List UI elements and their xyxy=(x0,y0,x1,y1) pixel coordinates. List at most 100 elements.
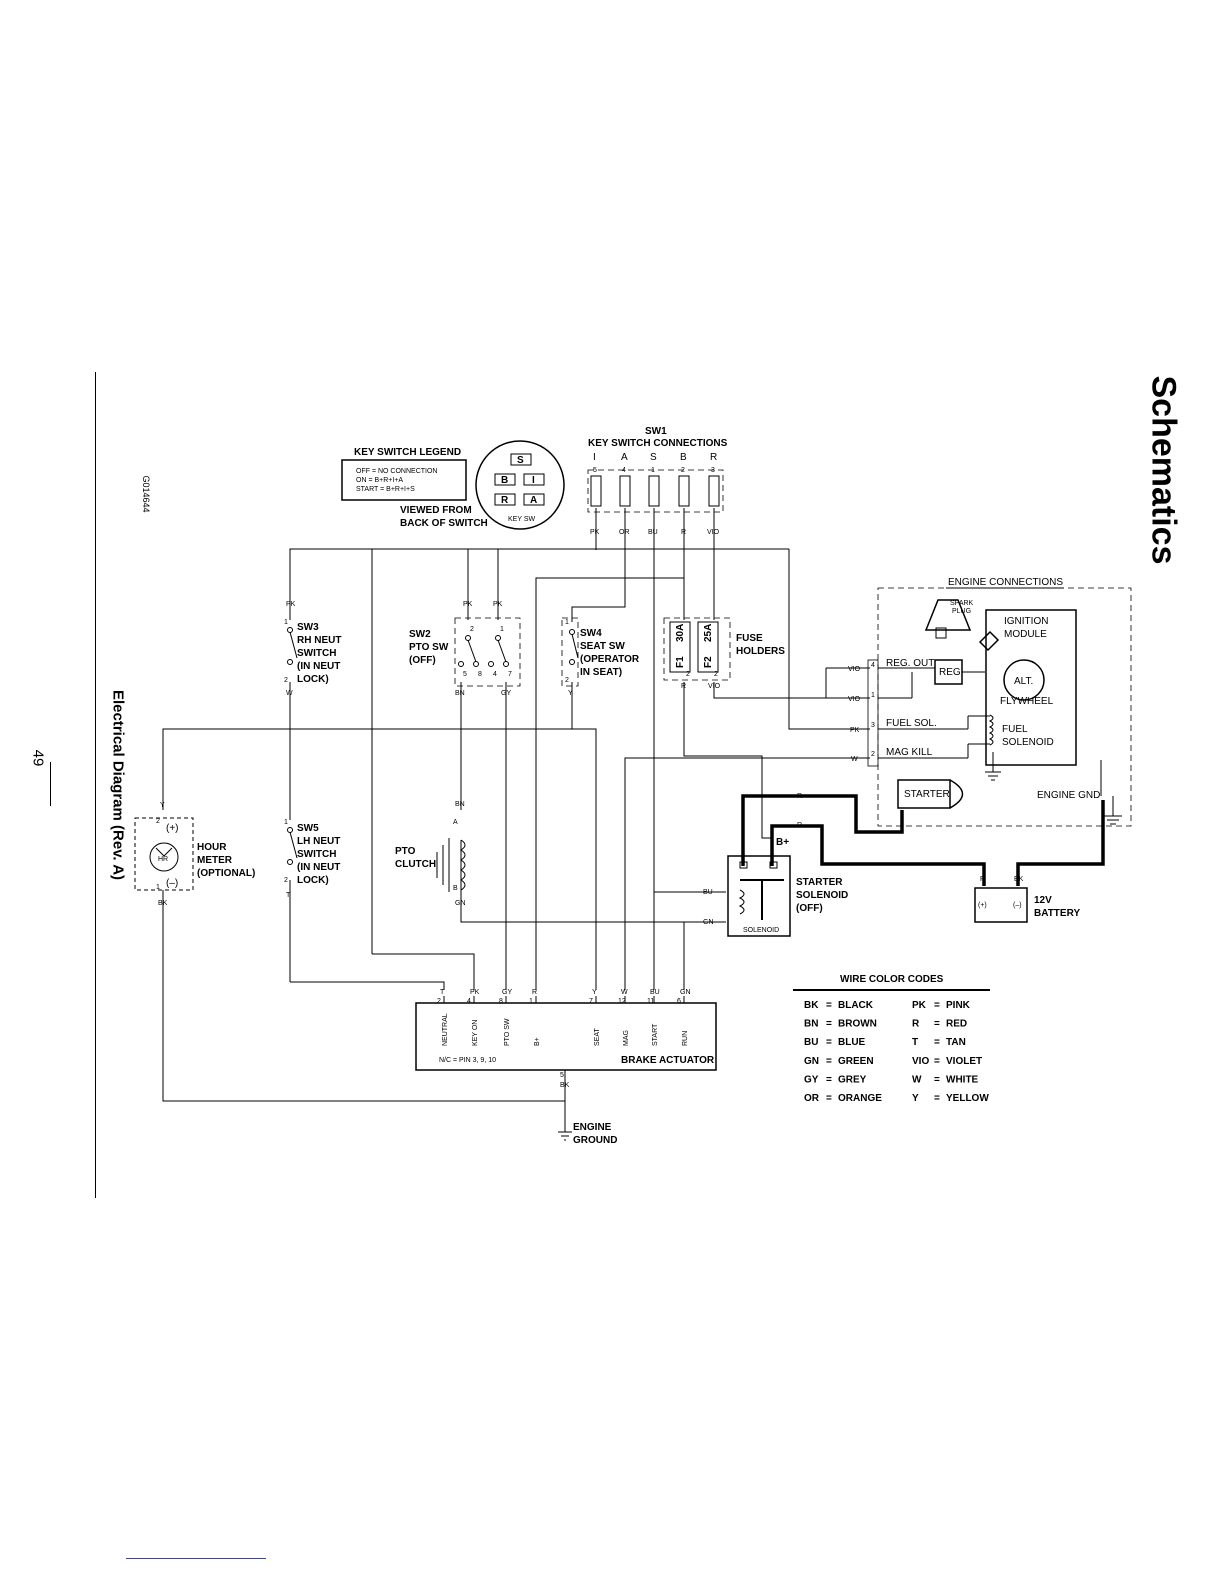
actuator-pin-5: 5 xyxy=(560,1072,564,1079)
sw4-contact xyxy=(561,617,579,687)
wire-code-equals: = xyxy=(826,1000,832,1011)
actuator-pin-name: SEAT xyxy=(594,1028,601,1046)
svg-text:SWITCH: SWITCH xyxy=(297,648,336,659)
battery-minus: (–) xyxy=(1013,902,1022,909)
battery-symbol xyxy=(974,887,1028,923)
sw1-wire: R xyxy=(681,529,686,536)
actuator-wire-tag: Y xyxy=(592,989,597,996)
actuator-pin-name: START xyxy=(652,1023,659,1046)
sw1-title: SW1 xyxy=(645,426,667,437)
fuse-holders xyxy=(663,617,731,681)
wire-color-name: GREY xyxy=(838,1074,867,1085)
actuator-pin-name: B+ xyxy=(534,1037,541,1046)
actuator-wire-tag: R xyxy=(532,989,537,996)
wire-code: OR xyxy=(804,1093,820,1104)
svg-text:IN SEAT): IN SEAT) xyxy=(580,667,622,678)
sw1-pin: 3 xyxy=(711,467,715,474)
actuator-bk-tag: BK xyxy=(560,1082,570,1089)
key-switch-legend-box xyxy=(341,459,467,501)
svg-text:2: 2 xyxy=(686,671,690,678)
actuator-pin-number: 8 xyxy=(499,998,503,1005)
svg-text:Y: Y xyxy=(160,802,165,809)
svg-text:(IN NEUT: (IN NEUT xyxy=(297,661,340,672)
wire-code: VIO xyxy=(912,1056,929,1067)
svg-text:5: 5 xyxy=(463,671,467,678)
wire-code: W xyxy=(912,1074,922,1085)
wire-code: PK xyxy=(912,1000,927,1011)
wire-code-equals: = xyxy=(934,1093,940,1104)
wire-code-equals: = xyxy=(934,1056,940,1067)
engine-gnd-label: ENGINE GND xyxy=(1037,790,1100,801)
svg-text:ENGINE: ENGINE xyxy=(573,1122,612,1133)
legend-row-start: START = B+R+I+S xyxy=(356,486,415,493)
key-letter-b: B xyxy=(501,475,508,486)
sw1-pin: 4 xyxy=(622,467,626,474)
wire-codes-table: BK=BLACKBN=BROWNBU=BLUEGN=GREENGY=GREYOR… xyxy=(804,1000,989,1104)
left-margin-rule xyxy=(95,372,96,1198)
svg-text:SW5: SW5 xyxy=(297,823,319,834)
wire-code: T xyxy=(912,1037,918,1048)
svg-text:VIO: VIO xyxy=(848,696,861,703)
svg-text:1: 1 xyxy=(284,619,288,626)
wire-code-equals: = xyxy=(826,1093,832,1104)
battery-plus: (+) xyxy=(978,902,987,909)
svg-text:BN: BN xyxy=(455,801,465,808)
svg-text:SEAT SW: SEAT SW xyxy=(580,641,625,652)
wire-code: GY xyxy=(804,1074,819,1085)
legend-row-on: ON = B+R+I+A xyxy=(356,477,403,484)
wire-color-name: BLUE xyxy=(838,1037,866,1048)
svg-text:PK: PK xyxy=(286,601,296,608)
svg-text:HOLDERS: HOLDERS xyxy=(736,646,785,657)
mag-kill-label: MAG KILL xyxy=(886,747,933,758)
svg-text:1: 1 xyxy=(871,692,875,699)
wire-code-equals: = xyxy=(826,1037,832,1048)
pto-tag-b: B xyxy=(453,885,458,892)
fuel-sol-label: FUEL SOL. xyxy=(886,718,937,729)
actuator-pin-name: RUN xyxy=(682,1031,689,1046)
svg-text:SWITCH: SWITCH xyxy=(297,849,336,860)
sw2-label: SW2 PTO SW (OFF) xyxy=(409,629,449,666)
engine-components xyxy=(897,599,1077,809)
wire-code-equals: = xyxy=(934,1037,940,1048)
sw1-letter: A xyxy=(621,452,628,463)
starter-solenoid-symbol xyxy=(727,855,791,937)
actuator-pin-number: 4 xyxy=(467,998,471,1005)
legend-title: KEY SWITCH LEGEND xyxy=(354,447,461,458)
wire-color-name: YELLOW xyxy=(946,1093,989,1104)
svg-text:2: 2 xyxy=(871,751,875,758)
ignition-label-2: MODULE xyxy=(1004,629,1047,640)
wire-code: BK xyxy=(804,1000,819,1011)
svg-text:STARTER: STARTER xyxy=(796,877,843,888)
key-sw-label: KEY SW xyxy=(508,516,535,523)
fuse-f1-rating: 30A xyxy=(675,624,686,642)
svg-text:BN: BN xyxy=(455,690,465,697)
sw1-wires: PK OR BU R VIO xyxy=(590,529,720,536)
sw1-terminals xyxy=(587,469,724,513)
wire-code: BU xyxy=(804,1037,818,1048)
key-letter-a: A xyxy=(530,495,537,506)
svg-text:4: 4 xyxy=(493,671,497,678)
svg-text:BU: BU xyxy=(703,889,713,896)
starter-label: STARTER xyxy=(904,789,950,800)
svg-text:HOUR: HOUR xyxy=(197,842,227,853)
svg-text:FUSE: FUSE xyxy=(736,633,763,644)
sw1-pins: 5 4 1 2 3 xyxy=(593,467,715,474)
svg-text:2: 2 xyxy=(284,677,288,684)
viewed-from-1: VIEWED FROM xyxy=(400,505,472,516)
svg-text:R: R xyxy=(681,683,686,690)
actuator-wire-tag: GY xyxy=(502,989,512,996)
wire-color-name: BROWN xyxy=(838,1019,877,1030)
actuator-pin-name: NEUTRAL xyxy=(442,1013,449,1046)
engine-ground-label: ENGINE GROUND xyxy=(573,1122,617,1146)
sw5-contact xyxy=(287,827,298,865)
wire-color-name: TAN xyxy=(946,1037,966,1048)
sw1-letter: S xyxy=(650,452,657,463)
actuator-pin-number: 7 xyxy=(589,998,593,1005)
svg-text:1: 1 xyxy=(156,884,160,891)
actuator-pin-name: KEY ON xyxy=(472,1020,479,1046)
sw1-wire: PK xyxy=(590,529,600,536)
svg-text:(OFF): (OFF) xyxy=(796,903,823,914)
svg-text:1: 1 xyxy=(284,819,288,826)
svg-text:R: R xyxy=(980,876,985,883)
